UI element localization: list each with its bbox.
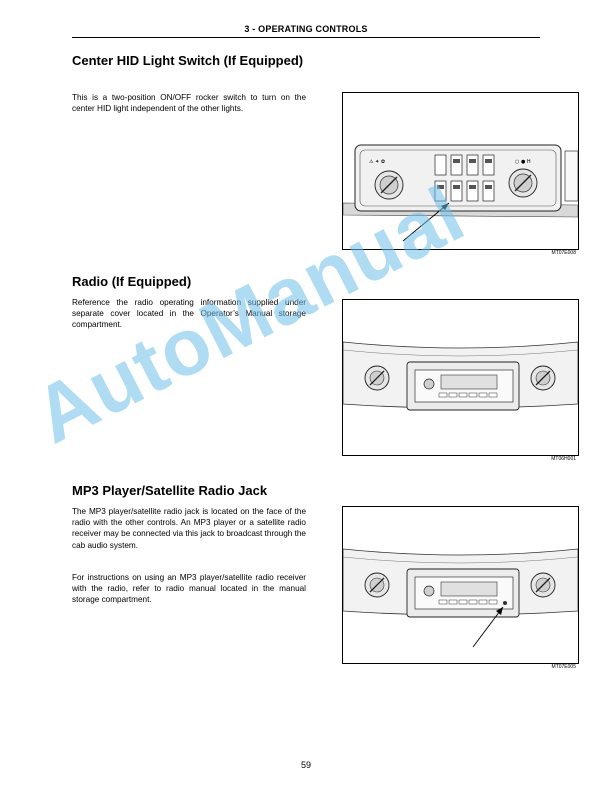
svg-text:○ ● H: ○ ● H <box>515 159 531 165</box>
chapter-title: 3 - OPERATING CONTROLS <box>244 24 368 34</box>
page-number: 59 <box>300 760 311 770</box>
section-heading-hid-switch: Center HID Light Switch (If Equipped) <box>72 53 304 68</box>
figure-caption-radio: MT06H001 <box>551 456 576 462</box>
figure-radio-panel <box>342 299 579 456</box>
section-paragraph-hid-switch: This is a two-position ON/OFF rocker swi… <box>72 93 306 114</box>
figure-mp3-jack-panel <box>342 506 579 664</box>
hid-switch-panel-illustration: ⚠ ✦ ✿ ○ ● H <box>343 93 578 249</box>
header-rule <box>72 37 540 38</box>
mp3-jack-panel-illustration <box>343 507 578 663</box>
section-paragraph-radio: Reference the radio operating informatio… <box>72 298 306 330</box>
radio-panel-illustration <box>343 300 578 455</box>
figure-caption-hid-switch: MT07E008 <box>551 250 576 256</box>
section-heading-mp3-jack: MP3 Player/Satellite Radio Jack <box>72 483 268 498</box>
svg-text:⚠ ✦ ✿: ⚠ ✦ ✿ <box>369 159 385 165</box>
section-paragraph-mp3-jack-1: The MP3 player/satellite radio jack is l… <box>72 507 306 550</box>
figure-hid-switch-panel: ⚠ ✦ ✿ ○ ● H <box>342 92 579 250</box>
section-paragraph-mp3-jack-2: For instructions on using an MP3 player/… <box>72 573 306 605</box>
section-heading-radio: Radio (If Equipped) <box>72 274 192 289</box>
figure-caption-mp3-jack: MT07E005 <box>551 664 576 670</box>
